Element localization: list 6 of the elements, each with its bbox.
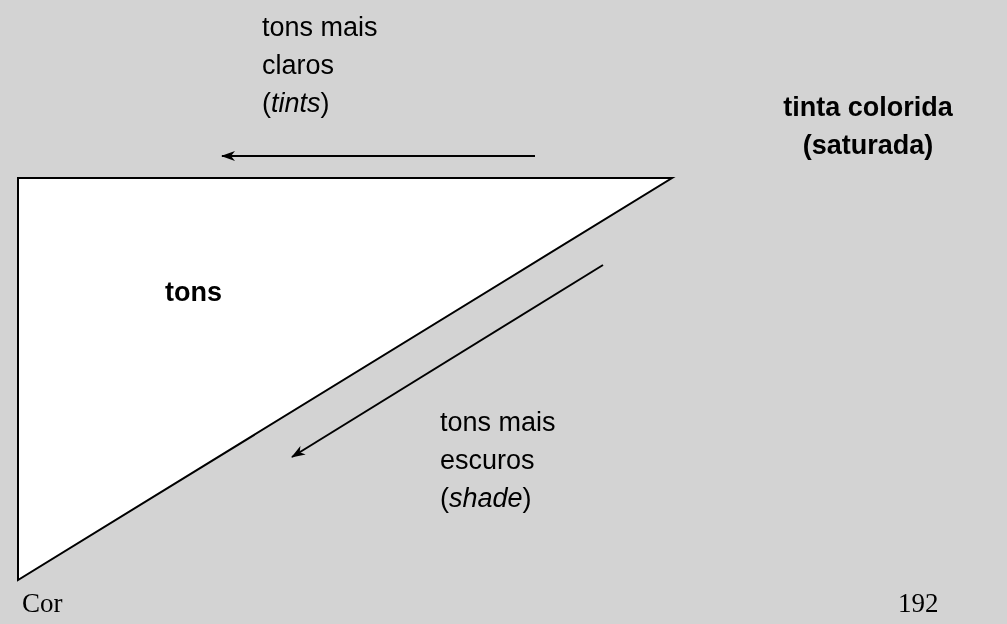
region-label: tons [165,276,222,309]
page-number: 192 [898,587,940,620]
direction-label: tons mais escuros (shade) [440,406,557,515]
footer-text: Cor [22,587,64,620]
vertex-label: tinta colorida (saturada) [782,91,954,162]
direction-label: tons mais claros (tints) [262,11,379,120]
